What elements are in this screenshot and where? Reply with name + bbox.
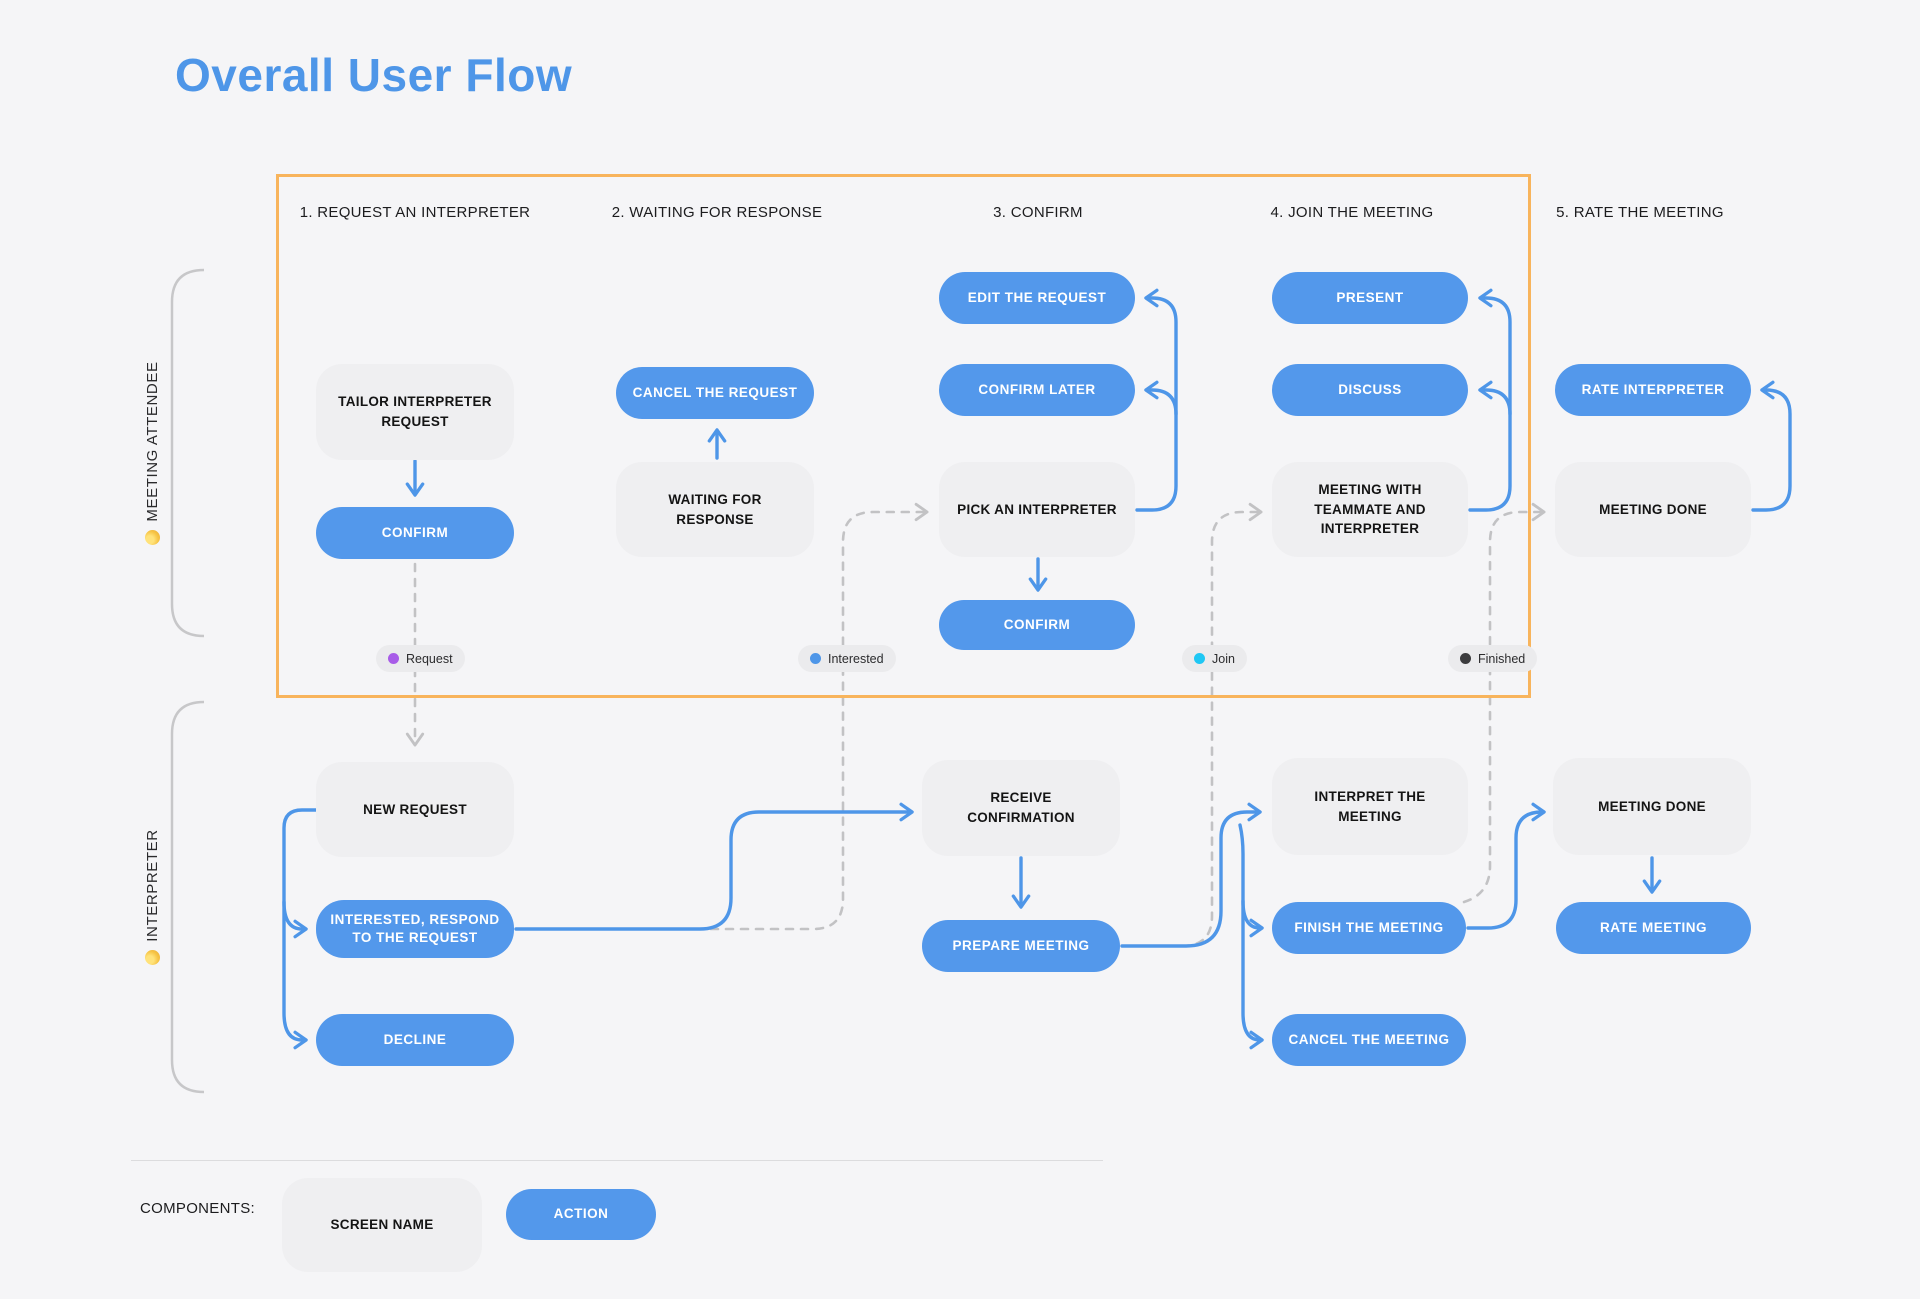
lane-label-meeting-attendee: MEETING ATTENDEE: [141, 338, 163, 568]
edge-finished-dashed: [1462, 502, 1546, 904]
node-tailor-interpreter-request: TAILOR INTERPRETER REQUEST: [316, 364, 514, 460]
node-cancel-the-meeting: CANCEL THE MEETING: [1272, 1014, 1466, 1066]
edge-branch-to-cancel-meeting: [1238, 823, 1264, 1050]
edge-interested-to-receive: [514, 802, 914, 931]
column-header-4: 4. JOIN THE MEETING: [1270, 204, 1434, 221]
node-receive-confirmation: RECEIVE CONFIRMATION: [922, 760, 1120, 856]
node-cancel-the-request: CANCEL THE REQUEST: [616, 367, 814, 419]
node-interpret-the-meeting: INTERPRET THE MEETING: [1272, 758, 1468, 855]
edge-pick-to-edit: [1135, 288, 1178, 512]
edge-newrequest-to-interested: [282, 900, 308, 939]
request-dot-icon: [388, 653, 399, 664]
node-new-request: NEW REQUEST: [316, 762, 514, 857]
tag-join: Join: [1182, 645, 1247, 672]
edge-finish-to-meeting-done: [1466, 802, 1546, 930]
node-discuss: DISCUSS: [1272, 364, 1468, 416]
tag-request: Request: [376, 645, 465, 672]
lane-label-interpreter: INTERPRETER: [141, 782, 163, 1012]
node-confirm-request: CONFIRM: [316, 507, 514, 559]
page-title: Overall User Flow: [175, 49, 573, 101]
node-meeting-with-teammate-and-interpreter: MEETING WITH TEAMMATE AND INTERPRETER: [1272, 462, 1468, 557]
node-confirm-later: CONFIRM LATER: [939, 364, 1135, 416]
tag-finished: Finished: [1448, 645, 1538, 672]
legend-screen-name: SCREEN NAME: [282, 1178, 482, 1272]
attendee-emoji-icon: [144, 529, 160, 545]
column-header-2: 2. WAITING FOR RESPONSE: [611, 204, 823, 221]
node-present: PRESENT: [1272, 272, 1468, 324]
legend-heading: COMPONENTS:: [140, 1200, 255, 1217]
lane-text: INTERPRETER: [143, 829, 161, 942]
node-rate-meeting: RATE MEETING: [1556, 902, 1751, 954]
node-rate-interpreter: RATE INTERPRETER: [1555, 364, 1751, 416]
node-decline: DECLINE: [316, 1014, 514, 1066]
edge-interested-dashed: [514, 502, 929, 931]
legend-action: ACTION: [506, 1189, 656, 1240]
column-header-1: 1. REQUEST AN INTERPRETER: [299, 204, 531, 221]
lane-text: MEETING ATTENDEE: [143, 361, 161, 522]
edge-join-dashed: [1120, 502, 1263, 948]
node-finish-the-meeting: FINISH THE MEETING: [1272, 902, 1466, 954]
node-interested-respond: INTERESTED, RESPOND TO THE REQUEST: [316, 900, 514, 958]
attendee-lane-bracket: [170, 268, 205, 638]
node-waiting-for-response: WAITING FOR RESPONSE: [616, 462, 814, 557]
node-prepare-meeting: PREPARE MEETING: [922, 920, 1120, 972]
column-header-3: 3. CONFIRM: [993, 204, 1083, 221]
column-header-5: 5. RATE THE MEETING: [1556, 204, 1724, 221]
finished-dot-icon: [1460, 653, 1471, 664]
edge-newrequest-to-decline: [282, 808, 318, 1050]
edge-pick-to-confirm-later: [1144, 380, 1178, 416]
legend-divider: [131, 1160, 1103, 1161]
edge-branch-to-finish-meeting: [1241, 899, 1264, 938]
edge-meeting-to-discuss: [1478, 380, 1512, 416]
node-meeting-done-interpreter: MEETING DONE: [1553, 758, 1751, 855]
interpreter-lane-bracket: [170, 700, 205, 1094]
node-pick-an-interpreter: PICK AN INTERPRETER: [939, 462, 1135, 557]
join-dot-icon: [1194, 653, 1205, 664]
edge-done-to-rate-interpreter: [1751, 380, 1792, 512]
node-confirm-pick: CONFIRM: [939, 600, 1135, 650]
node-meeting-done-attendee: MEETING DONE: [1555, 462, 1751, 557]
edge-meeting-to-present: [1468, 288, 1512, 512]
tag-interested: Interested: [798, 645, 896, 672]
edge-prepare-to-interpret: [1120, 802, 1262, 948]
interested-dot-icon: [810, 653, 821, 664]
node-edit-the-request: EDIT THE REQUEST: [939, 272, 1135, 324]
interpreter-emoji-icon: [144, 949, 160, 965]
